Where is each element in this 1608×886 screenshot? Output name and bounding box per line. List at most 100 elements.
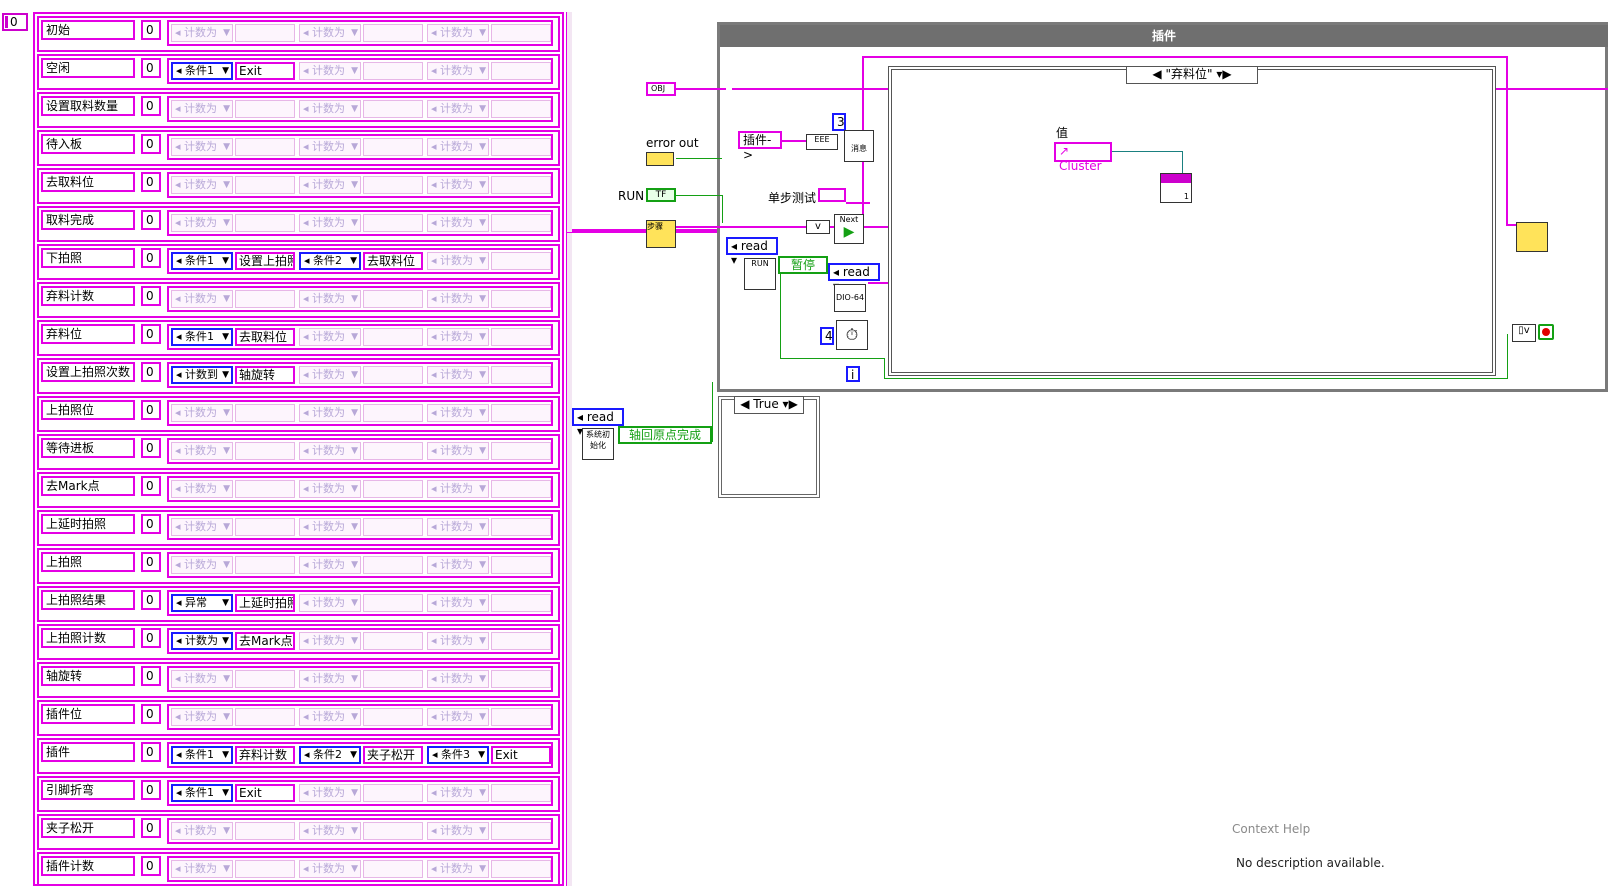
state-count-field[interactable]: 0 <box>141 590 161 610</box>
condition-enum[interactable]: ◂ 条件1▼ <box>171 252 233 270</box>
next-state-field[interactable] <box>363 518 423 536</box>
next-state-field[interactable] <box>491 784 551 802</box>
state-name-field[interactable]: 上拍照 <box>41 552 135 572</box>
condition-enum[interactable]: ◂ 计数为▼ <box>427 670 489 688</box>
next-state-field[interactable]: Exit <box>235 62 295 80</box>
state-count-field[interactable]: 0 <box>141 438 161 458</box>
condition-enum[interactable]: ◂ 计数为▼ <box>171 632 233 650</box>
condition-enum[interactable]: ◂ 计数为▼ <box>171 708 233 726</box>
condition-enum[interactable]: ◂ 计数为▼ <box>427 822 489 840</box>
condition-enum[interactable]: ◂ 计数为▼ <box>171 822 233 840</box>
stop-or-node[interactable]: ▯v <box>1512 324 1536 342</box>
next-state-field[interactable] <box>363 442 423 460</box>
condition-enum[interactable]: ◂ 计数为▼ <box>171 670 233 688</box>
next-state-field[interactable] <box>235 442 295 460</box>
state-count-field[interactable]: 0 <box>141 476 161 496</box>
condition-enum[interactable]: ◂ 计数为▼ <box>171 860 233 878</box>
state-count-field[interactable]: 0 <box>141 628 161 648</box>
transition-cluster[interactable]: ◂ 计数为▼◂ 计数为▼◂ 计数为▼ <box>167 704 553 730</box>
state-name-field[interactable]: 插件计数 <box>41 856 135 876</box>
next-state-field[interactable]: 设置上拍照 <box>235 252 295 270</box>
condition-enum[interactable]: ◂ 计数为▼ <box>171 442 233 460</box>
condition-enum[interactable]: ◂ 计数为▼ <box>427 404 489 422</box>
condition-enum[interactable]: ◂ 计数为▼ <box>427 556 489 574</box>
next-state-field[interactable] <box>491 822 551 840</box>
transition-cluster[interactable]: ◂ 异常▼上延时拍照◂ 计数为▼◂ 计数为▼ <box>167 590 553 616</box>
condition-enum[interactable]: ◂ 计数为▼ <box>299 480 361 498</box>
loop-stop-icon[interactable] <box>1538 324 1554 340</box>
transition-cluster[interactable]: ◂ 条件1▼Exit◂ 计数为▼◂ 计数为▼ <box>167 780 553 806</box>
state-count-field[interactable]: 0 <box>141 210 161 230</box>
next-state-field[interactable] <box>491 24 551 42</box>
next-state-field[interactable] <box>235 670 295 688</box>
condition-enum[interactable]: ◂ 计数为▼ <box>171 518 233 536</box>
state-name-field[interactable]: 插件 <box>41 742 135 762</box>
next-state-field[interactable] <box>363 366 423 384</box>
condition-enum[interactable]: ◂ 计数为▼ <box>427 860 489 878</box>
case-structure[interactable] <box>888 66 1496 376</box>
condition-enum[interactable]: ◂ 计数为▼ <box>427 518 489 536</box>
condition-enum[interactable]: ◂ 计数为▼ <box>299 404 361 422</box>
next-state-field[interactable] <box>491 176 551 194</box>
next-state-field[interactable] <box>363 632 423 650</box>
transition-cluster[interactable]: ◂ 计数为▼ ◂ 计数为▼ ◂ 计数为▼ <box>167 476 553 502</box>
state-row[interactable]: 上拍照结果 0 ◂ 异常▼上延时拍照◂ 计数为▼◂ 计数为▼ <box>37 586 560 622</box>
run-terminal[interactable]: TF <box>646 188 676 202</box>
condition-enum[interactable]: ◂ 计数为▼ <box>299 366 361 384</box>
transition-cluster[interactable]: ◂ 计数为▼◂ 计数为▼◂ 计数为▼ <box>167 210 553 236</box>
next-state-field[interactable] <box>363 860 423 878</box>
condition-enum[interactable]: ◂ 计数为▼ <box>427 480 489 498</box>
condition-enum[interactable]: ◂ 计数为▼ <box>171 24 233 42</box>
state-name-field[interactable]: 上延时拍照 <box>41 514 135 534</box>
transition-cluster[interactable]: ◂ 计数为▼◂ 计数为▼◂ 计数为▼ <box>167 172 553 198</box>
condition-enum[interactable]: ◂ 计数为▼ <box>299 442 361 460</box>
condition-enum[interactable]: ◂ 计数为▼ <box>299 290 361 308</box>
concat-node[interactable]: EEE <box>806 134 838 150</box>
next-state-field[interactable] <box>363 24 423 42</box>
next-state-field[interactable] <box>235 480 295 498</box>
transition-cluster[interactable]: ◂ 计数为▼◂ 计数为▼◂ 计数为▼ <box>167 134 553 160</box>
array-scrollbar[interactable] <box>566 12 572 886</box>
condition-enum[interactable]: ◂ 计数为▼ <box>299 594 361 612</box>
condition-enum[interactable]: ◂ 计数为▼ <box>171 480 233 498</box>
condition-enum[interactable]: ◂ 计数为▼ <box>427 252 489 270</box>
condition-enum[interactable]: ◂ 计数为▼ <box>299 670 361 688</box>
next-state-field[interactable]: 上延时拍照 <box>235 594 295 612</box>
condition-enum[interactable]: ◂ 条件1▼ <box>171 746 233 764</box>
next-state-field[interactable] <box>363 138 423 156</box>
wait-timer-icon[interactable]: ⏱ <box>836 320 868 350</box>
next-state-field[interactable] <box>491 100 551 118</box>
next-state-field[interactable]: 夹子松开 <box>363 746 423 764</box>
next-state-field[interactable] <box>491 62 551 80</box>
condition-enum[interactable]: ◂ 计数为▼ <box>171 138 233 156</box>
condition-enum[interactable]: ◂ 计数为▼ <box>171 404 233 422</box>
state-name-field[interactable]: 设置取料数量 <box>41 96 135 116</box>
state-name-field[interactable]: 弃料位 <box>41 324 135 344</box>
next-state-field[interactable] <box>363 670 423 688</box>
state-name-field[interactable]: 取料完成 <box>41 210 135 230</box>
state-count-field[interactable]: 0 <box>141 742 161 762</box>
state-count-field[interactable]: 0 <box>141 248 161 268</box>
state-count-field[interactable]: 0 <box>141 134 161 154</box>
const-3[interactable]: 3 <box>832 113 846 131</box>
state-count-field[interactable]: 0 <box>141 172 161 192</box>
next-state-field[interactable] <box>363 214 423 232</box>
state-name-field[interactable]: 上拍照结果 <box>41 590 135 610</box>
condition-enum[interactable]: ◂ 计数为▼ <box>299 632 361 650</box>
case2-selector[interactable]: ◀ True ▾▶ <box>734 396 804 414</box>
plugin-constant[interactable]: 插件-> <box>738 131 782 162</box>
transition-cluster[interactable]: ◂ 条件1▼Exit◂ 计数为▼◂ 计数为▼ <box>167 58 553 84</box>
next-state-field[interactable] <box>235 214 295 232</box>
condition-enum[interactable]: ◂ 计数为▼ <box>427 784 489 802</box>
state-count-field[interactable]: 0 <box>141 818 161 838</box>
